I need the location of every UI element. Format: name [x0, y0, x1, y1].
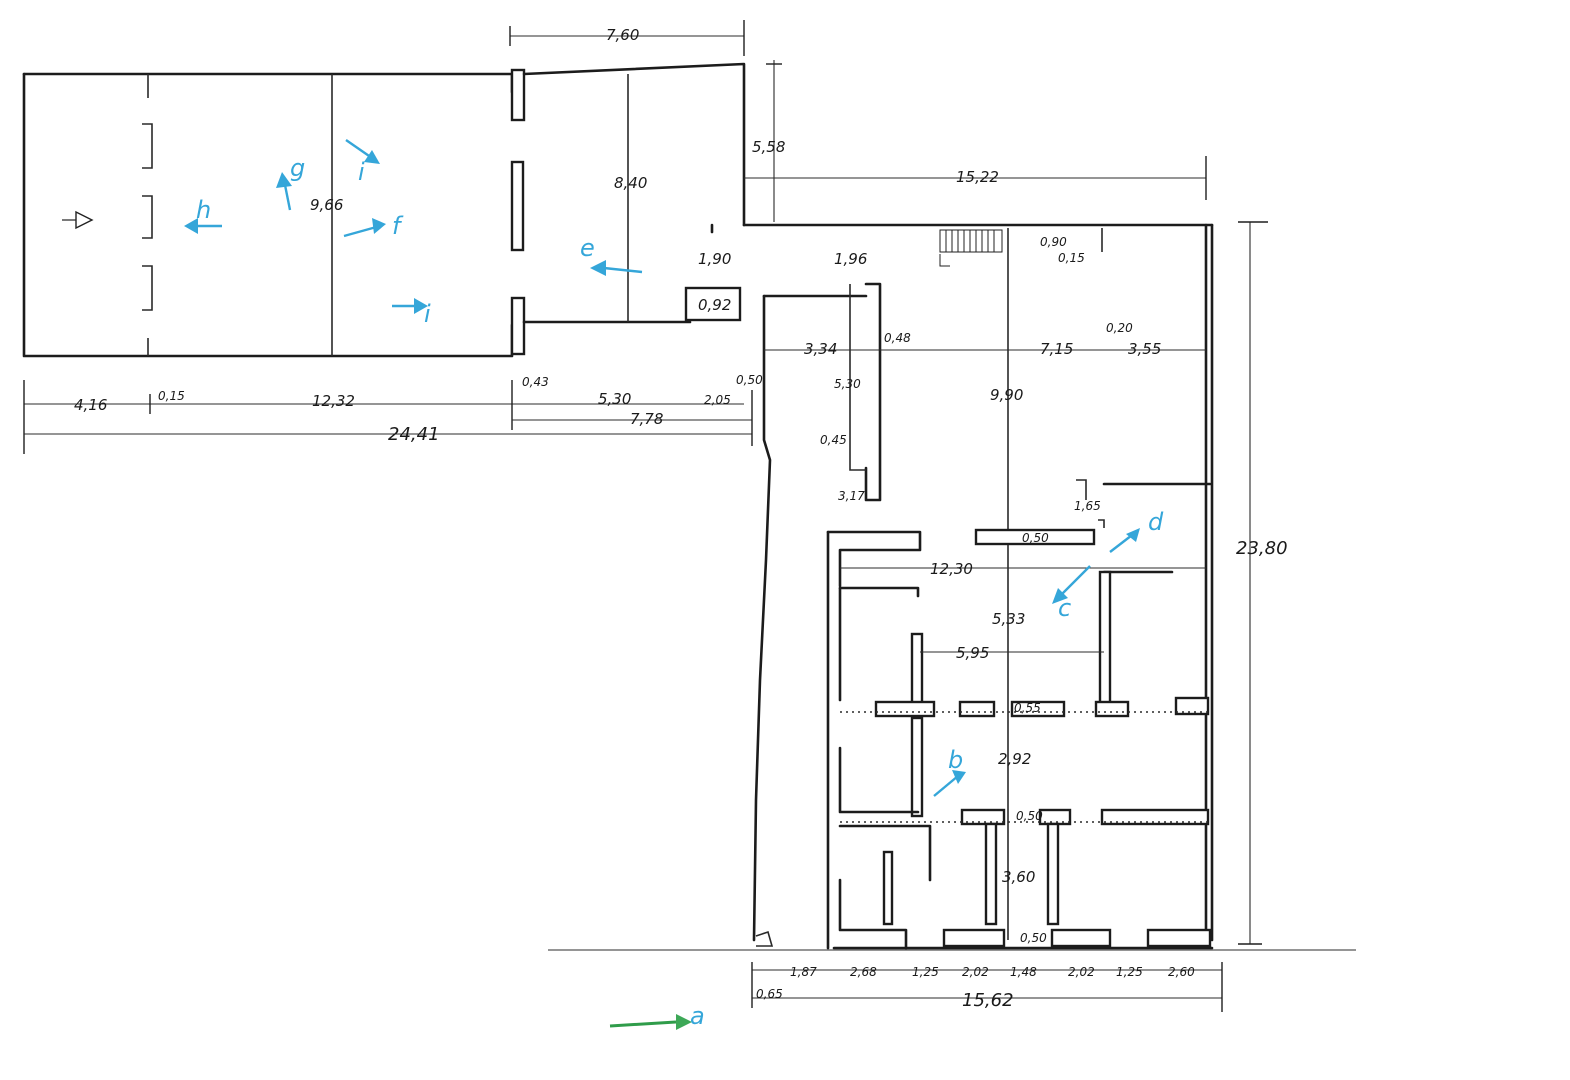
dim-label: 7,15	[1040, 340, 1073, 358]
view-marker-e: e	[580, 234, 643, 276]
dim-label: 0,15	[1058, 251, 1085, 265]
dim-label: 12,32	[312, 392, 355, 410]
dim-label: 5,33	[992, 610, 1025, 628]
dimension-lines	[23, 20, 1356, 1012]
view-marker-a: a	[609, 1002, 705, 1030]
dim-label: 1,25	[1116, 965, 1143, 979]
dim-label: 2,05	[704, 393, 731, 407]
dim-label: 9,90	[990, 386, 1023, 404]
view-marker-g-label: g	[290, 154, 305, 182]
dim-label: 2,02	[962, 965, 989, 979]
dim-label: 5,30	[834, 377, 861, 391]
dim-label: 0,90	[1040, 235, 1067, 249]
dim-label: 2,92	[998, 750, 1031, 768]
dim-label: 0,48	[884, 331, 911, 345]
dim-label: 0,50	[736, 373, 763, 387]
dim-label: 7,60	[606, 26, 639, 44]
view-marker-h: h	[184, 196, 222, 234]
dim-label: 0,50	[1020, 931, 1047, 945]
view-marker-b: b	[933, 746, 966, 797]
dim-label: 1,65	[1074, 499, 1101, 513]
dim-label: 1,90	[698, 250, 731, 268]
view-marker-i-lower: i	[392, 298, 431, 328]
dim-label: 15,22	[956, 168, 999, 186]
view-marker-d: d	[1109, 508, 1164, 553]
dim-label: 3,55	[1128, 340, 1161, 358]
dim-label: 5,95	[956, 644, 989, 662]
view-marker-g: g	[276, 154, 305, 211]
left-wing-walls	[22, 62, 1214, 358]
dim-label: 3,17	[838, 489, 865, 503]
dim-label: 23,80	[1236, 538, 1288, 559]
dim-label: 12,30	[930, 560, 973, 578]
dim-label: 0,15	[158, 389, 185, 403]
dim-label: 0,45	[820, 433, 847, 447]
view-marker-b-label: b	[948, 746, 963, 774]
dim-label: 0,50	[1016, 809, 1043, 823]
dim-label: 0,20	[1106, 321, 1133, 335]
dim-label: 2,60	[1168, 965, 1195, 979]
dim-label: 2,68	[850, 965, 877, 979]
view-marker-i-upper-label: i	[358, 158, 365, 186]
view-marker-f: f	[343, 212, 404, 240]
view-marker-f-label: f	[392, 212, 404, 240]
dim-label: 9,66	[310, 196, 343, 214]
dim-label: 0,92	[698, 296, 731, 314]
dim-label: 1,25	[912, 965, 939, 979]
dim-label: 5,30	[598, 390, 631, 408]
view-marker-a-label: a	[690, 1002, 705, 1030]
dim-label: 15,62	[962, 990, 1014, 1011]
dim-label: 8,40	[614, 174, 647, 192]
dimension-labels: 7,60 5,58 15,22 8,40 9,66 1,90 1,96 0,92…	[74, 26, 1288, 1011]
dim-label: 1,96	[834, 250, 867, 268]
dim-label: 0,65	[756, 987, 783, 1001]
dim-label: 3,60	[1002, 868, 1035, 886]
stairs	[939, 229, 1003, 267]
view-marker-d-label: d	[1148, 508, 1164, 536]
dim-label: 2,02	[1068, 965, 1095, 979]
view-marker-i-upper: i	[345, 139, 380, 186]
dim-label: 1,87	[790, 965, 817, 979]
view-marker-c: c	[1052, 565, 1091, 622]
entry-arrow-icon	[62, 210, 94, 230]
dim-label: 7,78	[630, 410, 663, 428]
right-building-walls	[752, 223, 1214, 950]
dim-label: 3,34	[804, 340, 837, 358]
view-marker-c-label: c	[1058, 594, 1071, 622]
view-marker-h-label: h	[196, 196, 211, 224]
view-marker-i-lower-label: i	[424, 300, 431, 328]
view-marker-e-label: e	[580, 234, 595, 262]
dim-label: 24,41	[388, 424, 440, 445]
dim-label: 0,55	[1014, 701, 1041, 715]
dim-label: 0,50	[1022, 531, 1049, 545]
dim-label: 0,43	[522, 375, 549, 389]
dim-label: 1,48	[1010, 965, 1037, 979]
view-markers: a b c d e f	[62, 139, 1164, 1030]
dim-label: 4,16	[74, 396, 107, 414]
dim-label: 5,58	[752, 138, 785, 156]
